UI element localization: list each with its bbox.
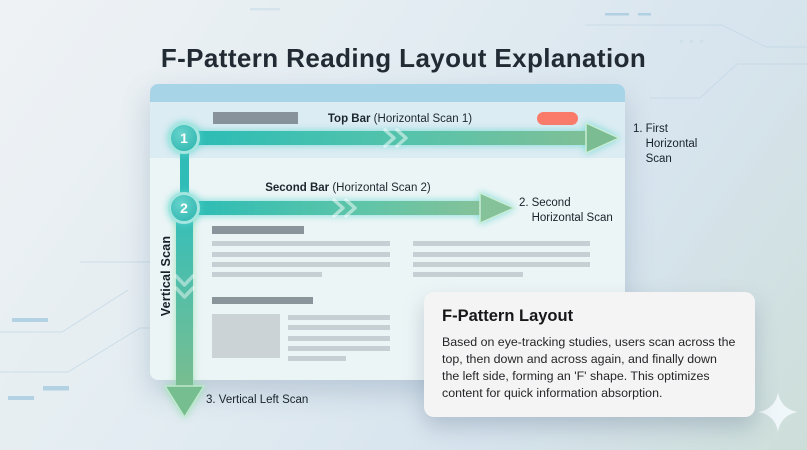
card-body: Based on eye-tracking studies, users sca…	[442, 335, 736, 400]
image-placeholder	[212, 314, 280, 358]
vertical-scan-label: Vertical Scan	[159, 235, 173, 317]
annotation-second-horizontal-scan: 2. Second Horizontal Scan	[519, 196, 624, 226]
annotation-number: 1.	[633, 123, 643, 135]
content-line	[288, 325, 390, 330]
explanation-card: F-Pattern Layout Based on eye-tracking s…	[424, 292, 755, 418]
step-2-number: 2	[180, 200, 188, 216]
content-line	[413, 241, 590, 246]
annotation-text: Second Horizontal Scan	[531, 197, 613, 224]
top-bar-label-bold: Top Bar	[327, 113, 371, 125]
step-1-number: 1	[180, 130, 188, 146]
section2-heading-placeholder	[212, 297, 313, 304]
content-line	[212, 252, 390, 257]
window-titlebar	[150, 84, 625, 102]
annotation-number: 2.	[519, 197, 529, 209]
content-line	[212, 241, 390, 246]
section1-heading-placeholder	[212, 226, 304, 234]
content-line	[288, 315, 390, 320]
top-bar-label-rest: (Horizontal Scan 1)	[370, 113, 473, 125]
second-bar-label: Second Bar (Horizontal Scan 2)	[258, 182, 438, 194]
content-line	[288, 356, 346, 361]
content-line	[413, 272, 523, 277]
top-bar-label: Top Bar (Horizontal Scan 1)	[305, 113, 495, 125]
sparkle-icon	[758, 392, 798, 432]
content-line	[413, 252, 590, 257]
second-bar-label-bold: Second Bar	[265, 182, 330, 194]
content-line	[212, 262, 390, 267]
content-line	[288, 336, 390, 341]
second-bar-label-rest: (Horizontal Scan 2)	[329, 182, 431, 194]
logo-placeholder	[213, 112, 298, 124]
annotation-text: First Horizontal Scan	[645, 123, 698, 165]
content-line	[413, 262, 590, 267]
card-title: F-Pattern Layout	[442, 307, 574, 325]
content-line	[212, 272, 322, 277]
annotation-first-horizontal-scan: 1. First Horizontal Scan	[633, 122, 708, 167]
cta-button-placeholder	[537, 112, 578, 125]
window-header-band	[150, 102, 625, 158]
page-title: F-Pattern Reading Layout Explanation	[160, 43, 647, 74]
annotation-vertical-left-scan: 3. Vertical Left Scan	[206, 394, 309, 406]
content-line	[288, 346, 390, 351]
